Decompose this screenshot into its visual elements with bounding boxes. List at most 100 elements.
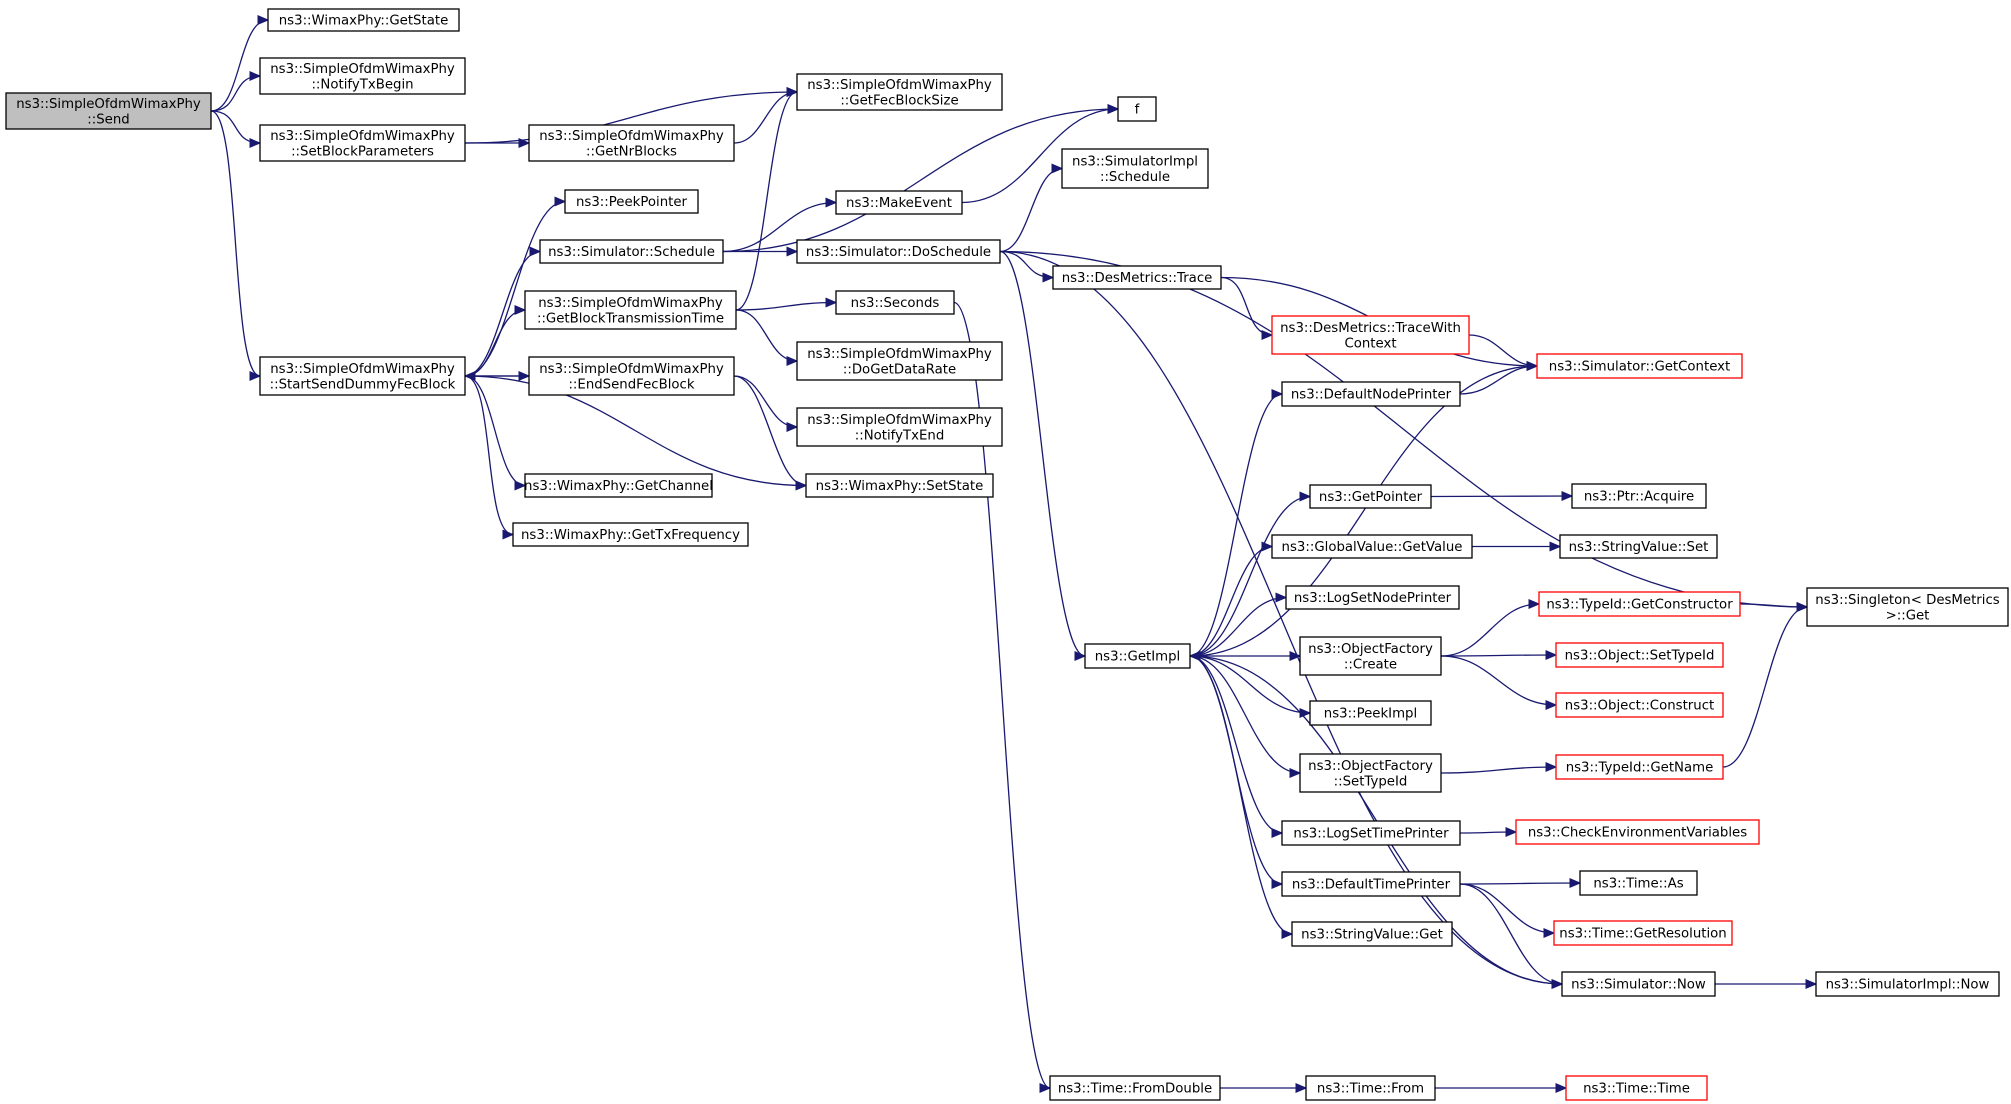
node-ofsettypeid[interactable]: ns3::ObjectFactory::SetTypeId xyxy=(1299,753,1442,793)
node-singletonget[interactable]: ns3::Singleton< DesMetrics >::Get xyxy=(1806,587,2009,627)
node-label: ::SetTypeId xyxy=(1334,774,1408,789)
node-label: ::DoGetDataRate xyxy=(843,362,956,377)
node-defaultnodeprinter[interactable]: ns3::DefaultNodePrinter xyxy=(1281,381,1461,407)
node-logsettimeprinter[interactable]: ns3::LogSetTimePrinter xyxy=(1281,820,1461,846)
node-label: ns3::ObjectFactory xyxy=(1308,759,1433,774)
node-ptracquire[interactable]: ns3::Ptr::Acquire xyxy=(1571,483,1707,509)
node-getfecblocksize[interactable]: ns3::SimpleOfdmWimaxPhy::GetFecBlockSize xyxy=(796,73,1003,111)
node-timefrom[interactable]: ns3::Time::From xyxy=(1305,1075,1436,1101)
call-edge-send-to-setblockparameters xyxy=(210,110,261,144)
node-label: ns3::Time::GetResolution xyxy=(1559,927,1726,942)
node-seconds[interactable]: ns3::Seconds xyxy=(835,290,955,315)
call-edge-startsenddummy-to-gettxfreq xyxy=(464,375,514,536)
arrowhead-defaultnodeprinter-to-getcontext xyxy=(1526,361,1539,371)
call-edge-doschedule-to-implschedule xyxy=(999,167,1063,253)
node-label: ns3::SimulatorImpl::Now xyxy=(1826,978,1990,993)
node-startsenddummy[interactable]: ns3::SimpleOfdmWimaxPhy::StartSendDummyF… xyxy=(259,356,466,396)
node-setstate[interactable]: ns3::WimaxPhy::SetState xyxy=(805,473,994,498)
node-peekimpl[interactable]: ns3::PeekImpl xyxy=(1309,700,1432,726)
node-timeas[interactable]: ns3::Time::As xyxy=(1579,870,1698,896)
node-f[interactable]: f xyxy=(1117,96,1157,122)
node-endsendfec[interactable]: ns3::SimpleOfdmWimaxPhy::EndSendFecBlock xyxy=(528,356,735,396)
arrowhead-doschedule-to-implschedule xyxy=(1051,163,1064,174)
node-defaulttimeprinter[interactable]: ns3::DefaultTimePrinter xyxy=(1281,871,1461,897)
node-implschedule[interactable]: ns3::SimulatorImpl::Schedule xyxy=(1061,148,1209,189)
node-label: ns3::SimpleOfdmWimaxPhy xyxy=(807,413,992,428)
arrowhead-getimpl-to-logsetnodeprinter xyxy=(1275,592,1288,603)
node-box xyxy=(1281,381,1461,407)
call-edge-getimpl-to-peekimpl xyxy=(1189,655,1311,714)
node-label: ns3::WimaxPhy::GetTxFrequency xyxy=(521,528,740,543)
node-gettxfreq[interactable]: ns3::WimaxPhy::GetTxFrequency xyxy=(512,522,749,547)
arrowhead-schedule-to-makeevent xyxy=(825,197,838,208)
node-label: ::StartSendDummyFecBlock xyxy=(270,377,456,392)
arrowhead-setblockparameters-to-getnrblocks xyxy=(518,138,531,148)
node-label: >::Get xyxy=(1886,608,1930,623)
node-svset[interactable]: ns3::StringValue::Set xyxy=(1559,534,1718,559)
node-makeevent[interactable]: ns3::MakeEvent xyxy=(835,190,963,215)
node-dogetdatarate[interactable]: ns3::SimpleOfdmWimaxPhy::DoGetDataRate xyxy=(796,341,1003,381)
arrowhead-getblocktxtime-to-seconds xyxy=(825,297,838,308)
node-destrace[interactable]: ns3::DesMetrics::Trace xyxy=(1052,265,1222,290)
node-doschedule[interactable]: ns3::Simulator::DoSchedule xyxy=(796,239,1001,264)
node-implnow[interactable]: ns3::SimulatorImpl::Now xyxy=(1815,971,2000,997)
node-label: ns3::GetImpl xyxy=(1095,650,1180,665)
node-getnrblocks[interactable]: ns3::SimpleOfdmWimaxPhy::GetNrBlocks xyxy=(528,124,735,162)
arrowhead-startsenddummy-to-peekpointer xyxy=(554,196,567,207)
call-edge-startsenddummy-to-getblocktxtime xyxy=(464,309,526,377)
node-simnow[interactable]: ns3::Simulator::Now xyxy=(1561,971,1716,997)
node-box xyxy=(1052,265,1222,290)
call-edge-makeevent-to-f xyxy=(961,108,1119,204)
node-box xyxy=(1281,871,1461,897)
node-label: ns3::SimpleOfdmWimaxPhy xyxy=(270,362,455,377)
node-notifytxbegin[interactable]: ns3::SimpleOfdmWimaxPhy::NotifyTxBegin xyxy=(259,57,466,95)
node-getblocktxtime[interactable]: ns3::SimpleOfdmWimaxPhy::GetBlockTransmi… xyxy=(524,290,737,330)
node-peekpointer[interactable]: ns3::PeekPointer xyxy=(564,189,699,214)
node-schedule[interactable]: ns3::Simulator::Schedule xyxy=(539,239,724,264)
node-box xyxy=(796,407,1003,447)
node-logsetnodeprinter[interactable]: ns3::LogSetNodePrinter xyxy=(1285,585,1460,610)
node-box xyxy=(539,239,724,264)
node-label: ns3::SimpleOfdmWimaxPhy xyxy=(807,78,992,93)
call-edge-startsenddummy-to-peekpointer xyxy=(464,200,566,377)
node-getresolution[interactable]: ns3::Time::GetResolution xyxy=(1553,920,1733,946)
node-fromdouble[interactable]: ns3::Time::FromDouble xyxy=(1049,1075,1221,1101)
arrowhead-fromdouble-to-timefrom xyxy=(1295,1083,1308,1093)
node-getpointer[interactable]: ns3::GetPointer xyxy=(1309,484,1432,509)
node-svget[interactable]: ns3::StringValue::Get xyxy=(1291,921,1453,947)
node-label: ::GetNrBlocks xyxy=(586,144,677,159)
call-edge-schedule-to-f xyxy=(722,108,1119,253)
node-ofcreate[interactable]: ns3::ObjectFactory::Create xyxy=(1299,636,1442,676)
node-objconstruct[interactable]: ns3::Object::Construct xyxy=(1555,692,1724,718)
node-objsettypeid[interactable]: ns3::Object::SetTypeId xyxy=(1555,642,1724,668)
arrowhead-startsenddummy-to-schedule xyxy=(529,246,542,257)
node-getstate[interactable]: ns3::WimaxPhy::GetState xyxy=(267,8,460,32)
node-send[interactable]: ns3::SimpleOfdmWimaxPhy::Send xyxy=(5,92,212,130)
node-typeidgetname[interactable]: ns3::TypeId::GetName xyxy=(1555,754,1724,780)
node-notifytxend[interactable]: ns3::SimpleOfdmWimaxPhy::NotifyTxEnd xyxy=(796,407,1003,447)
call-edge-endsendfec-to-setstate xyxy=(733,375,807,487)
arrowhead-timefrom-to-timetime xyxy=(1555,1083,1568,1093)
call-edge-simnow-to-getimpl xyxy=(1189,655,1563,985)
arrowhead-getblocktxtime-to-getfecblocksize xyxy=(786,87,799,97)
node-getconstructor[interactable]: ns3::TypeId::GetConstructor xyxy=(1538,591,1741,617)
node-box xyxy=(1565,1075,1708,1101)
node-box xyxy=(805,473,994,498)
node-box xyxy=(1117,96,1157,122)
node-label: ns3::Simulator::Now xyxy=(1571,978,1706,993)
node-setblockparameters[interactable]: ns3::SimpleOfdmWimaxPhy::SetBlockParamet… xyxy=(259,124,466,162)
node-timetime[interactable]: ns3::Time::Time xyxy=(1565,1075,1708,1101)
call-edge-doschedule-to-getimpl xyxy=(999,250,1086,657)
node-box xyxy=(524,473,713,498)
call-edge-typeidgetname-to-singletonget xyxy=(1722,606,1808,768)
node-label: ns3::SimpleOfdmWimaxPhy xyxy=(270,129,455,144)
node-getimpl[interactable]: ns3::GetImpl xyxy=(1084,643,1191,669)
call-edge-ofsettypeid-to-typeidgetname xyxy=(1440,766,1557,774)
node-getchannel[interactable]: ns3::WimaxPhy::GetChannel xyxy=(524,473,713,498)
node-box xyxy=(1309,700,1432,726)
node-getcontext[interactable]: ns3::Simulator::GetContext xyxy=(1536,353,1743,379)
node-gvgetvalue[interactable]: ns3::GlobalValue::GetValue xyxy=(1271,534,1473,559)
node-checkenv[interactable]: ns3::CheckEnvironmentVariables xyxy=(1515,819,1760,845)
call-edge-send-to-notifytxbegin xyxy=(210,75,261,112)
